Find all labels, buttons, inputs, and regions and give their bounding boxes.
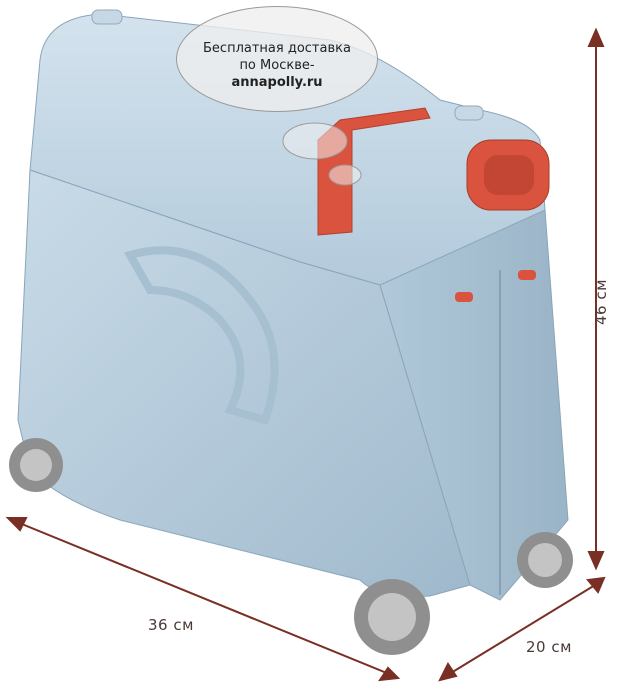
highlight-ellipse <box>282 122 348 160</box>
logo-emboss <box>123 246 279 425</box>
promo-line-1: Бесплатная доставка <box>203 41 351 56</box>
height-label: 46 см <box>592 279 610 325</box>
promo-site: annapolly.ru <box>231 75 323 90</box>
depth-label: 20 см <box>526 638 572 656</box>
top-latch <box>91 9 123 25</box>
highlight-ellipse-small <box>328 164 362 186</box>
side-latch <box>454 105 484 121</box>
promo-line-2: по Москве- <box>239 58 315 73</box>
wheels <box>9 438 573 655</box>
clip-right <box>518 270 536 280</box>
width-label: 36 см <box>148 616 194 634</box>
promo-bubble: Бесплатная доставка по Москве- annapolly… <box>176 6 378 112</box>
clip-left <box>455 292 473 302</box>
dimension-arrows <box>5 27 606 682</box>
